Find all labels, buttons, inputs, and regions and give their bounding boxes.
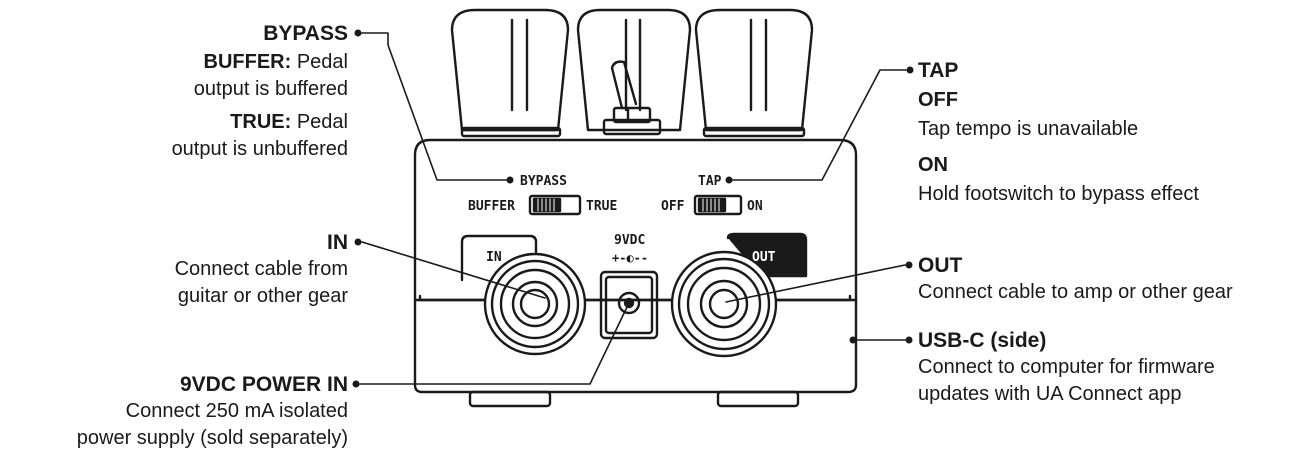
in-line1: Connect cable from — [174, 258, 348, 280]
tap-on-key: ON — [918, 154, 948, 176]
leader-lines — [359, 32, 907, 385]
out-title: OUT — [918, 254, 963, 277]
usb-callout: USB-C (side) Connect to computer for fir… — [918, 327, 1215, 408]
in-title: IN — [327, 231, 348, 254]
out-callout: OUT Connect cable to amp or other gear — [918, 252, 1233, 306]
knob-center[interactable] — [576, 8, 692, 132]
pedal-bypass-label: BYPASS — [520, 174, 567, 189]
out-jack[interactable] — [670, 250, 778, 358]
bypass-true-line1: TRUE: Pedal — [230, 111, 348, 133]
in-callout: IN Connect cable from guitar or other ge… — [175, 229, 348, 310]
out-line1: Connect cable to amp or other gear — [918, 281, 1233, 303]
pedal-true-label: TRUE — [586, 199, 617, 214]
toggle-footswitch[interactable] — [602, 60, 662, 136]
pedal-9vdc-label: 9VDC — [614, 233, 645, 248]
pedal-buffer-label: BUFFER — [468, 199, 515, 214]
knob-right[interactable] — [694, 8, 814, 132]
in-label-box — [460, 234, 538, 282]
usb-line2: updates with UA Connect app — [918, 383, 1182, 405]
usb-title: USB-C (side) — [918, 329, 1047, 352]
bypass-buffer-line2: output is buffered — [193, 78, 348, 100]
bypass-buffer-line1: BUFFER: Pedal — [203, 51, 348, 73]
bypass-callout: BYPASS BUFFER: Pedal output is buffered … — [172, 20, 348, 163]
bypass-title: BYPASS — [263, 22, 348, 45]
pedal-out-label: OUT — [752, 250, 776, 265]
pedal-tap-label: TAP — [698, 174, 722, 189]
leader-dots — [352, 29, 914, 388]
knob-left[interactable] — [450, 8, 570, 132]
tap-callout: TAP OFF Tap tempo is unavailable ON Hold… — [918, 57, 1199, 208]
pedal-in-label: IN — [486, 250, 502, 265]
power-callout: 9VDC POWER IN Connect 250 mA isolated po… — [77, 371, 348, 452]
out-label-box — [726, 232, 808, 278]
tap-off-key: OFF — [918, 89, 958, 111]
bypass-switch[interactable] — [528, 194, 582, 216]
pedal-on-label: ON — [747, 199, 763, 214]
pedal-off-label: OFF — [661, 199, 685, 214]
power-line1: Connect 250 mA isolated — [125, 400, 348, 422]
power-title: 9VDC POWER IN — [179, 373, 348, 396]
tap-title: TAP — [918, 59, 959, 82]
usb-line1: Connect to computer for firmware — [918, 356, 1215, 378]
power-line2: power supply (sold separately) — [76, 427, 348, 449]
in-line2: guitar or other gear — [177, 285, 348, 307]
pedal-polarity-label: +-◐-- — [612, 251, 648, 265]
power-jack[interactable] — [599, 270, 659, 340]
bypass-true-line2: output is unbuffered — [171, 138, 348, 160]
tap-switch[interactable] — [693, 194, 743, 216]
tap-on-text: Hold footswitch to bypass effect — [918, 183, 1199, 205]
in-jack[interactable] — [483, 252, 587, 356]
tap-off-text: Tap tempo is unavailable — [918, 118, 1139, 140]
